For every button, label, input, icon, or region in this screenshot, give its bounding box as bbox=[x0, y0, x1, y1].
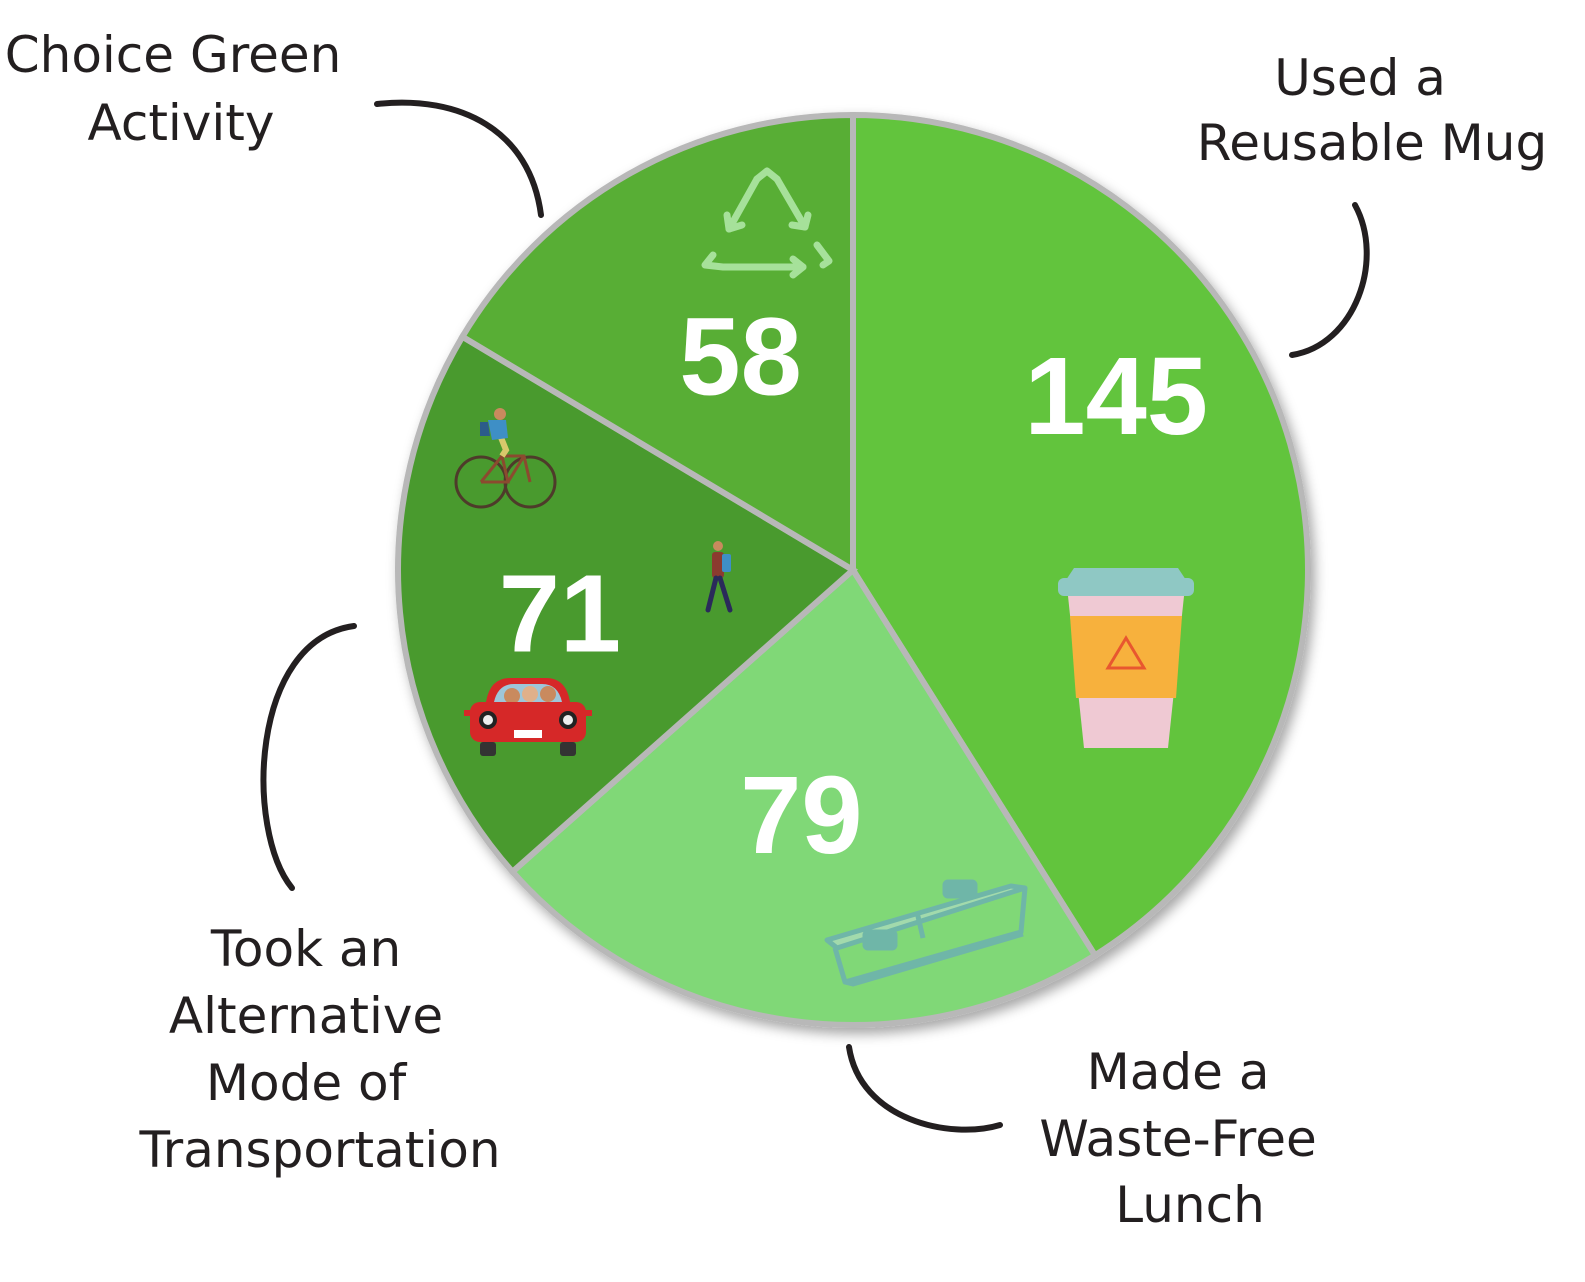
category-labels: Used a Reusable Mug Made a Waste-Free Lu… bbox=[5, 26, 1548, 1234]
coffee-cup-icon bbox=[1058, 568, 1194, 748]
lunch-box-icon bbox=[824, 879, 1028, 987]
pedestrian-icon bbox=[705, 541, 733, 613]
leader-lines bbox=[260, 99, 1370, 1133]
car-icon bbox=[464, 678, 592, 756]
value-label-reusable-mug: 145 bbox=[1024, 335, 1208, 458]
slice-choice-green-activity[interactable] bbox=[458, 111, 856, 576]
value-label-choice-green-activity: 58 bbox=[679, 296, 801, 419]
category-label-choice-green-activity: Choice Green Activity bbox=[5, 26, 358, 152]
category-label-alternative-transportation: Took an Alternative Mode of Transportati… bbox=[138, 920, 500, 1179]
value-label-waste-free-lunch: 79 bbox=[740, 754, 862, 877]
leader-line-alternative-transportation bbox=[260, 623, 357, 891]
category-label-waste-free-lunch: Made a Waste-Free Lunch bbox=[1039, 1043, 1332, 1234]
slice-reusable-mug[interactable] bbox=[850, 111, 1311, 960]
bicycle-icon bbox=[454, 408, 557, 509]
category-label-reusable-mug: Used a Reusable Mug bbox=[1197, 49, 1548, 172]
leader-line-waste-free-lunch bbox=[846, 1044, 1003, 1133]
recycle-icon bbox=[701, 167, 833, 279]
value-labels: 145 79 71 58 bbox=[499, 296, 1208, 877]
value-label-alternative-transportation: 71 bbox=[499, 552, 621, 675]
leader-line-reusable-mug bbox=[1289, 202, 1370, 358]
leader-line-choice-green-activity bbox=[374, 99, 544, 218]
